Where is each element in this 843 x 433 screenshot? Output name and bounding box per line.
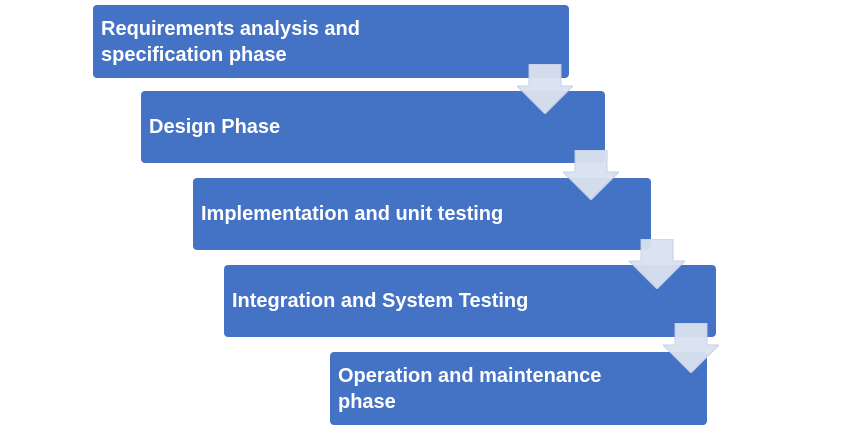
phase-label-implementation: Implementation and unit testing [201, 203, 504, 225]
down-arrow-icon [517, 64, 573, 114]
down-arrow-icon [629, 239, 685, 289]
down-arrow-icon [663, 323, 719, 373]
phase-label-design: Design Phase [149, 116, 281, 138]
phase-box-implementation: Implementation and unit testing [193, 178, 651, 250]
phase-label-integration: Integration and System Testing [232, 290, 529, 312]
phase-box-design: Design Phase [141, 91, 605, 163]
phase-label-operation: Operation and maintenance phase [338, 364, 602, 413]
phase-box-integration: Integration and System Testing [224, 265, 716, 337]
phase-label-requirements: Requirements analysis and specification … [101, 17, 360, 66]
phase-box-requirements: Requirements analysis and specification … [93, 5, 569, 78]
down-arrow-icon [563, 150, 619, 200]
phase-box-operation: Operation and maintenance phase [330, 352, 707, 425]
